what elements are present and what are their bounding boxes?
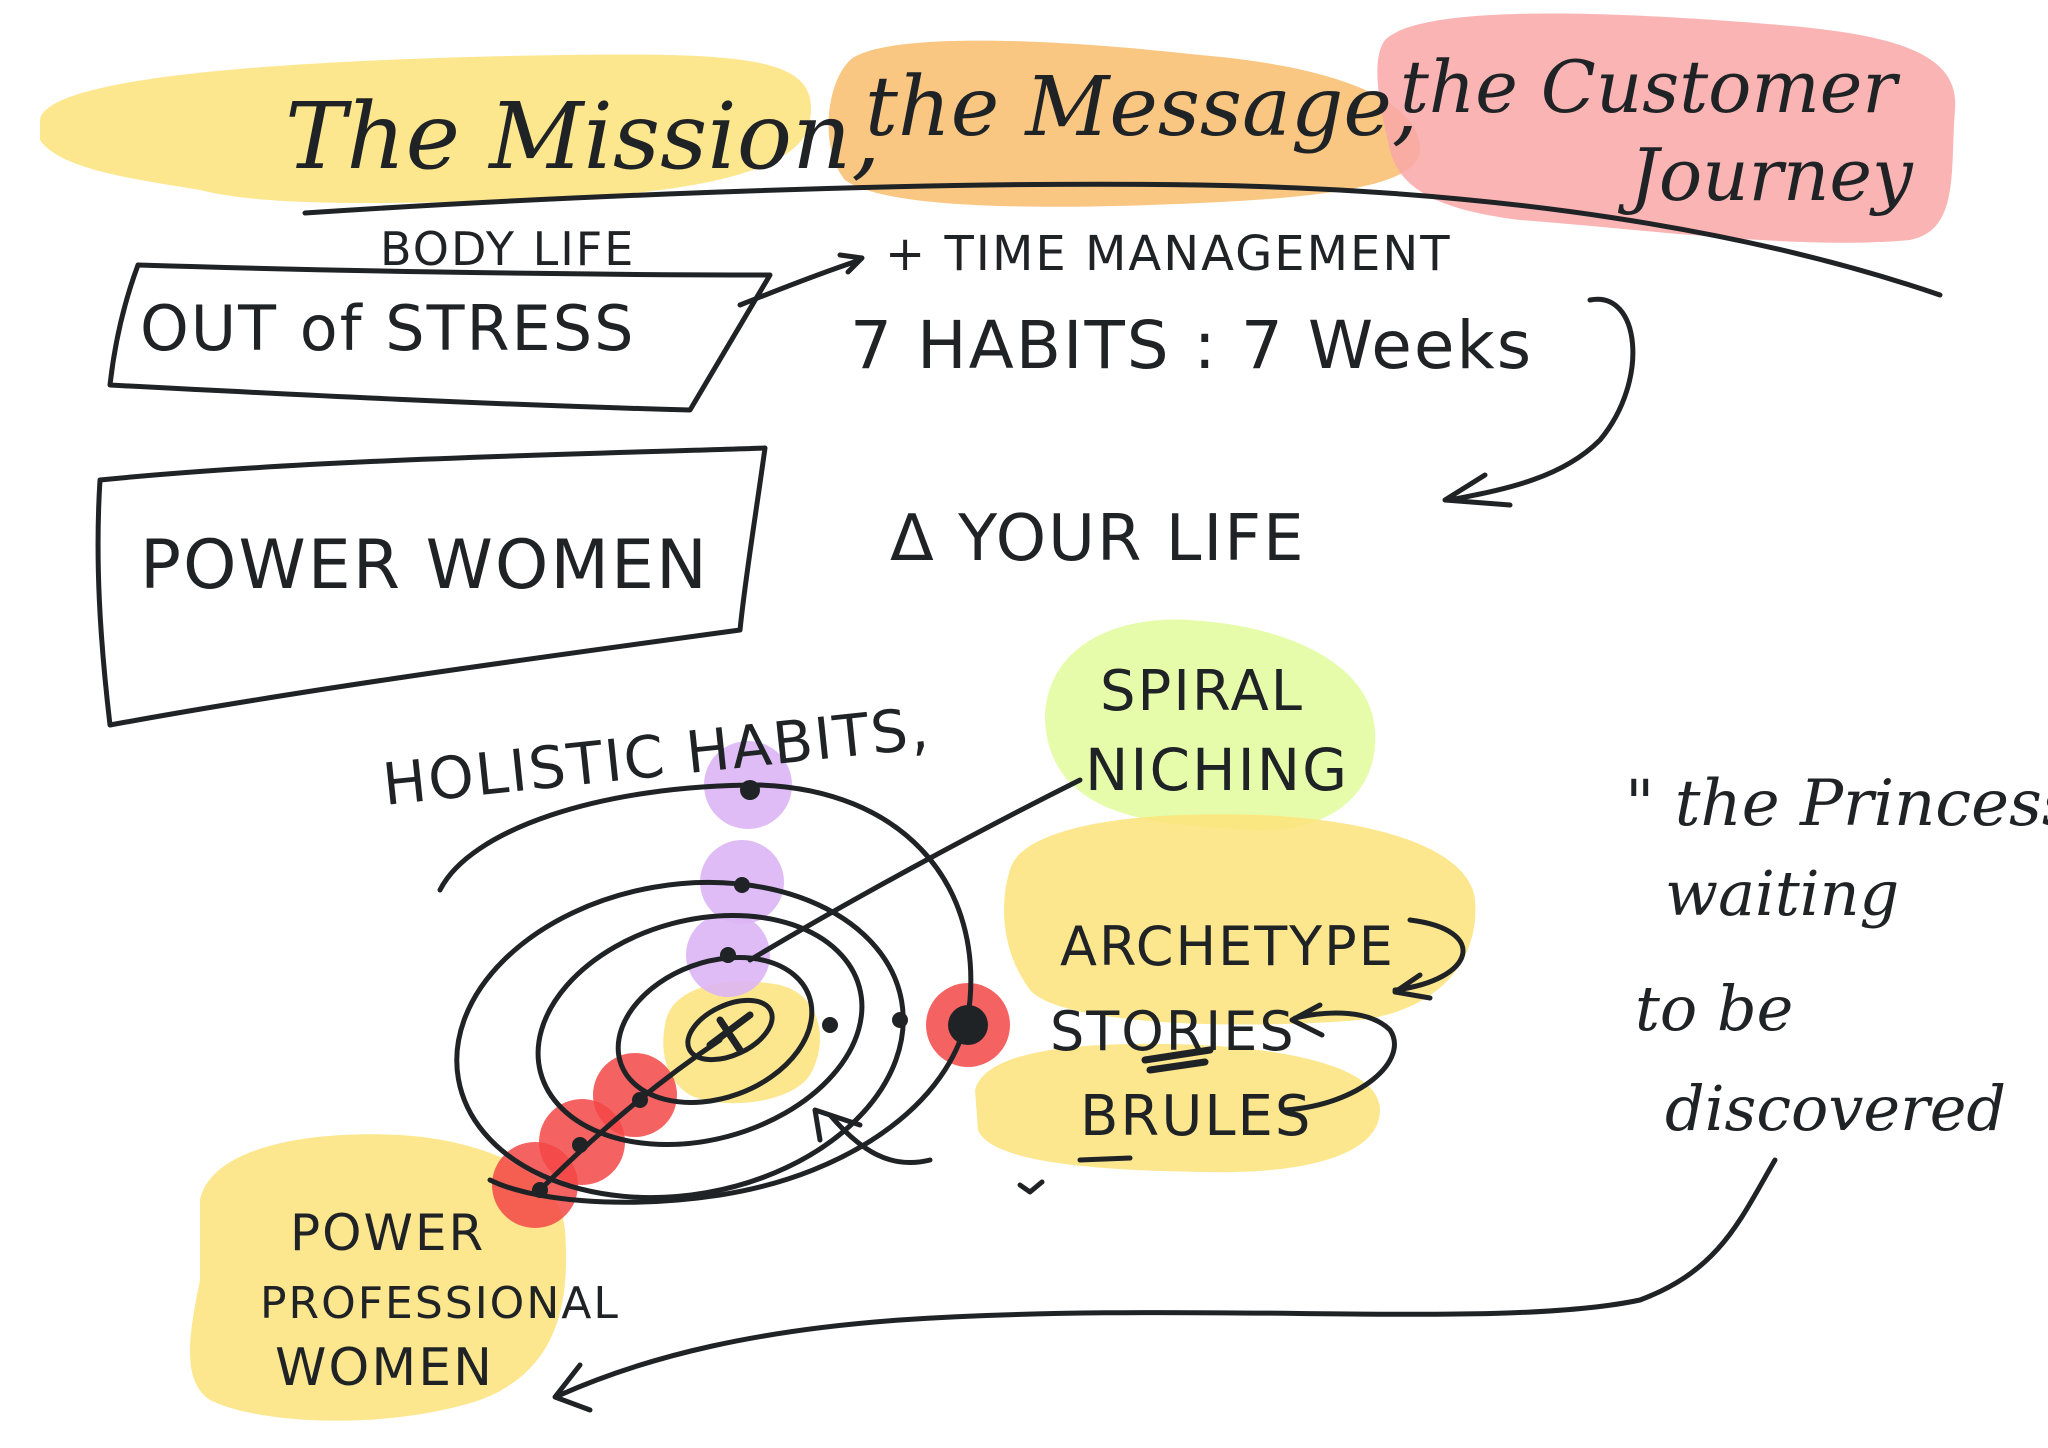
brules-label: BRULES: [1080, 1084, 1312, 1149]
spiral-diagonal-line: [537, 1037, 723, 1193]
spiral-node-e: [532, 1182, 548, 1198]
power-professional-highlight: [190, 1134, 567, 1421]
arrow-to-time-management: [737, 252, 865, 308]
title-message: the Message,: [865, 60, 1418, 155]
power-professional-line2: PROFESSIONAL: [260, 1278, 620, 1329]
spiral-ring-3: [454, 879, 906, 1201]
spiral-node-c: [632, 1092, 648, 1108]
spiral-center-mark: [706, 1011, 754, 1054]
princess-quote-group: " the Princess is waiting to be discover…: [552, 767, 2048, 1413]
brules-highlight: [975, 1043, 1380, 1173]
title-mission: The Mission,: [285, 83, 881, 190]
princess-to-women-arrow: [552, 1157, 1778, 1413]
small-tick-mark: [1017, 1179, 1045, 1195]
archetype-to-stories-arrow: [1392, 917, 1466, 1001]
power-women-group: POWER WOMEN: [95, 445, 768, 728]
title-highlight-red: [1377, 13, 1956, 243]
spiral-node-low: [720, 947, 736, 963]
title: The Mission, the Message, the Customer J…: [285, 45, 1943, 298]
archetype-highlight: [1004, 814, 1476, 1025]
spiral-ring-2: [535, 912, 865, 1148]
spiral-niching-line1: SPIRAL: [1100, 659, 1304, 724]
power-professional-group: POWER PROFESSIONAL WOMEN: [260, 1204, 620, 1398]
highlights: [40, 13, 1956, 1421]
habits-group: + TIME MANAGEMENT 7 HABITS : 7 Weeks Δ Y…: [850, 226, 1636, 576]
princess-line2: waiting: [1665, 857, 1899, 930]
archetype-group: ARCHETYPE STORIES BRULES: [1017, 915, 1466, 1195]
power-professional-line3: WOMEN: [275, 1338, 494, 1398]
spiral-niching-pointer: [747, 777, 1083, 963]
power-women-label: POWER WOMEN: [140, 526, 709, 605]
spiral-node-top: [740, 780, 760, 800]
title-underline: [302, 181, 1943, 298]
title-customer: the Customer: [1400, 45, 1900, 129]
title-journey: Journey: [1617, 133, 1914, 217]
archetype-label: ARCHETYPE: [1060, 915, 1395, 978]
spiral-niching-group: SPIRAL NICHING: [1085, 659, 1349, 804]
brules-underline: [1077, 1155, 1133, 1163]
princess-line1: " the Princess is: [1625, 767, 2048, 841]
spiral-outer-arc: [437, 782, 974, 1205]
spiral-node-mid: [734, 877, 750, 893]
power-women-box: [95, 445, 768, 728]
body-life-label: BODY LIFE: [380, 222, 635, 276]
out-of-stress-group: BODY LIFE OUT of STRESS: [107, 222, 865, 413]
spiral-ring-1: [615, 955, 815, 1105]
title-highlight-orange: [828, 40, 1420, 207]
power-professional-line1: POWER: [290, 1204, 485, 1262]
habits-weeks-label: 7 HABITS : 7 Weeks: [850, 307, 1533, 384]
princess-line3: to be: [1635, 972, 1793, 1045]
stories-underline: [1141, 1046, 1214, 1074]
spiral-niching-line2: NICHING: [1085, 736, 1349, 804]
spiral-node-right: [948, 1005, 988, 1045]
princess-line4: discovered: [1665, 1072, 2006, 1145]
curved-arrow-to-life: [1442, 296, 1636, 508]
arrow-into-spiral: [812, 1107, 933, 1166]
out-of-stress-box: [107, 262, 773, 413]
brules-to-stories-arrow: [1282, 1002, 1397, 1113]
time-management-label: + TIME MANAGEMENT: [885, 226, 1452, 282]
out-of-stress-label: OUT of STRESS: [140, 292, 635, 365]
spiral-node-d: [572, 1137, 588, 1153]
spiral-node-b: [892, 1012, 908, 1028]
change-your-life-label: Δ YOUR LIFE: [890, 502, 1306, 576]
spiral-node-a: [822, 1017, 838, 1033]
title-highlight-yellow: [40, 54, 812, 203]
spiral-niching-highlight: [1045, 619, 1376, 831]
